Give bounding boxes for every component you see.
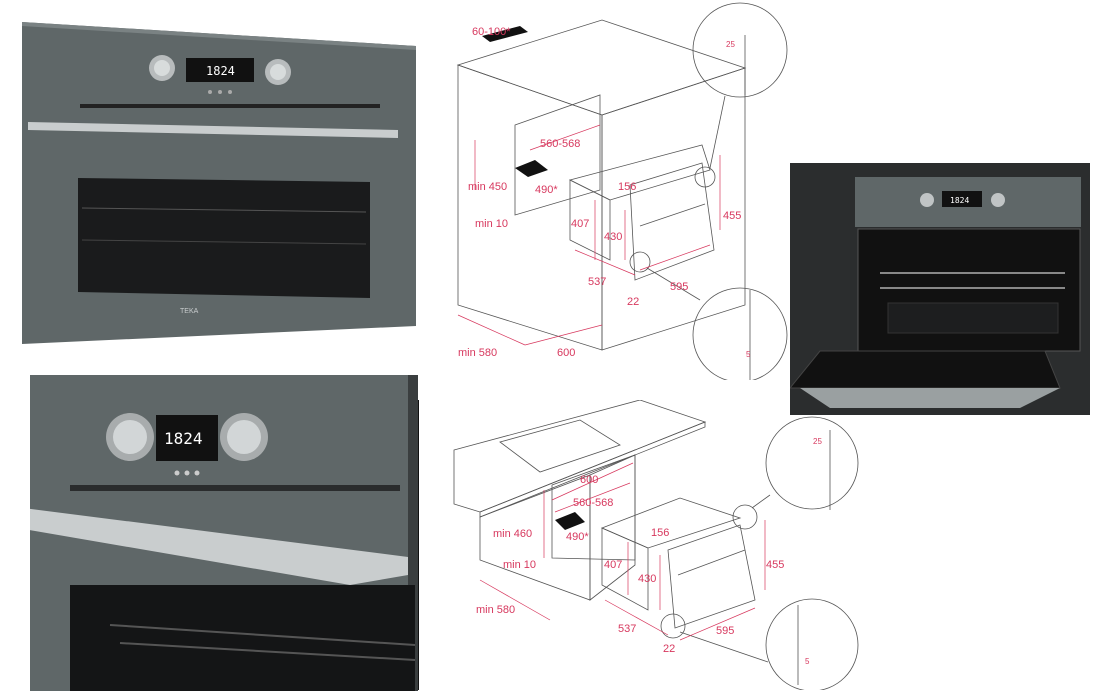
- display-time: 1824: [206, 64, 235, 78]
- label-unit-depth-2: min 580: [476, 604, 515, 616]
- label-detail-bottom-2: 5: [805, 657, 810, 666]
- label-niche-width-2: 560-568: [573, 497, 613, 509]
- label-front-inner-2: 430: [638, 573, 656, 585]
- detail-top-circle: [692, 2, 788, 98]
- label-min-gap-2: min 10: [503, 559, 536, 571]
- door-handle[interactable]: [28, 122, 398, 138]
- label-side-height: 407: [571, 218, 589, 230]
- tall-unit-install-diagram: 60-100* 560-568 min 450 490* min 10 min …: [456, 2, 788, 380]
- oven-closeup-photo: 1824: [30, 375, 418, 691]
- label-min-gap: min 10: [475, 218, 508, 230]
- display-closeup: [156, 415, 218, 461]
- display-open-oven: 1824: [950, 196, 969, 205]
- label-niche-height: min 450: [468, 181, 507, 193]
- oven-outline-2: [600, 497, 756, 629]
- label-unit-width: 600: [557, 347, 575, 359]
- label-top-recess: 156: [618, 181, 636, 193]
- label-vent-slot-2: 490*: [566, 531, 589, 543]
- label-front-height: 455: [723, 210, 741, 222]
- label-detail-bottom: 5: [746, 350, 751, 359]
- label-ventilation: 60-100*: [472, 26, 511, 38]
- divider: [418, 400, 419, 690]
- label-unit-width-2: 600: [580, 474, 598, 486]
- label-vent-slot: 490*: [535, 184, 558, 196]
- label-front-inner: 430: [604, 231, 622, 243]
- label-niche-width: 560-568: [540, 138, 580, 150]
- label-top-recess-2: 156: [651, 527, 669, 539]
- oven-front-photo: 1824 TEKA: [22, 22, 416, 344]
- label-oven-depth: 537: [588, 276, 606, 288]
- display-time-closeup: 1824: [164, 429, 203, 448]
- open-oven-photo: 1824: [790, 163, 1090, 415]
- label-front-height-2: 455: [766, 559, 784, 571]
- oven-outline: [568, 144, 715, 281]
- door-handle-closeup[interactable]: [30, 505, 408, 585]
- label-side-height-2: 407: [604, 559, 622, 571]
- display-panel: [186, 58, 254, 82]
- label-niche-height-2: min 460: [493, 528, 532, 540]
- label-detail-top: 25: [726, 40, 735, 49]
- label-oven-width-2: 595: [716, 625, 734, 637]
- detail-bottom-circle-2: [765, 598, 859, 690]
- label-unit-depth: min 580: [458, 347, 497, 359]
- label-oven-width: 595: [670, 281, 688, 293]
- label-frame-depth-2: 22: [663, 643, 675, 655]
- label-oven-depth-2: 537: [618, 623, 636, 635]
- detail-bottom-circle: [692, 287, 788, 380]
- label-detail-top-2: 25: [813, 437, 822, 446]
- open-door[interactable]: [790, 350, 1061, 389]
- detail-top-circle-2: [765, 416, 859, 510]
- label-frame-depth: 22: [627, 296, 639, 308]
- oven-window: [78, 178, 370, 298]
- brand-logo: TEKA: [180, 308, 199, 315]
- under-counter-install-diagram: 600 560-568 min 460 490* min 10 min 580 …: [453, 400, 859, 690]
